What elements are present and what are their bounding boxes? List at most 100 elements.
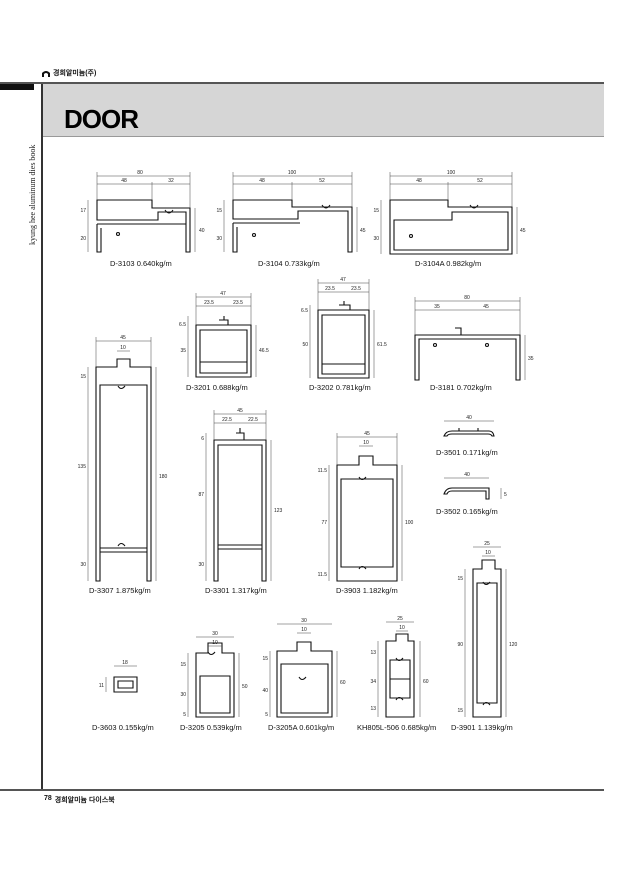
dim-d-3103-d: 20 — [80, 236, 86, 242]
company-brand: 경희알미늄(주) — [42, 68, 96, 78]
dim-d-3205-b: 15 — [180, 662, 186, 668]
code: D-3202 — [309, 383, 334, 392]
dim-d-3202-width: 47 — [340, 277, 346, 283]
caption-d-3205a: D-3205A 0.601kg/m — [268, 723, 334, 732]
dim-d-3104-width: 100 — [288, 170, 297, 176]
dim-kh805l-a: 10 — [399, 625, 405, 631]
dim-d-3103-width: 80 — [137, 170, 143, 176]
page-number: 78 — [44, 795, 52, 802]
left-margin-bar — [0, 84, 44, 790]
profile-d-3104 — [232, 199, 353, 253]
dim-d-3301-f: 30 — [198, 562, 204, 568]
dim-d-3205a-c: 40 — [262, 688, 268, 694]
dim-d-3307-d: 180 — [159, 474, 168, 480]
caption-d-3181: D-3181 0.702kg/m — [430, 383, 492, 392]
dim-d-3202-e: 61.5 — [377, 342, 387, 348]
weight: 0.601kg/m — [299, 723, 335, 732]
dim-d-3104a-width: 100 — [447, 170, 456, 176]
dim-d-3205-c: 30 — [180, 692, 186, 698]
caption-d-3501: D-3501 0.171kg/m — [436, 448, 498, 457]
caption-d-3603: D-3603 0.155kg/m — [92, 723, 154, 732]
code: D-3903 — [336, 586, 361, 595]
dim-d-3307-c: 135 — [78, 464, 87, 470]
company-name: 경희알미늄(주) — [53, 70, 97, 77]
dim-d-3901-c: 90 — [457, 642, 463, 648]
dim-d-3903-d: 100 — [405, 520, 414, 526]
caption-d-3104a: D-3104A 0.982kg/m — [415, 259, 481, 268]
profile-d-3603 — [113, 676, 138, 693]
dim-d-3307-b: 15 — [80, 374, 86, 380]
dim-d-3301-d: 87 — [198, 492, 204, 498]
weight: 0.688kg/m — [212, 383, 248, 392]
dim-d-3103-a: 48 — [121, 178, 127, 184]
profile-d-3104a — [389, 199, 513, 255]
weight: 0.155kg/m — [118, 723, 154, 732]
code: D-3301 — [205, 586, 230, 595]
weight: 0.165kg/m — [462, 507, 498, 516]
profile-d-3103 — [96, 199, 191, 253]
code: D-3104 — [258, 259, 283, 268]
section-title: DOOR — [64, 104, 139, 134]
code: D-3901 — [451, 723, 476, 732]
weight: 1.182kg/m — [362, 586, 398, 595]
dim-d-3201-a: 23.5 — [204, 300, 214, 306]
caption-d-3104: D-3104 0.733kg/m — [258, 259, 320, 268]
dim-d-3104a-d: 30 — [373, 236, 379, 242]
dim-d-3103-b: 32 — [168, 178, 174, 184]
dim-d-3307-width: 45 — [120, 335, 126, 341]
caption-d-3103: D-3103 0.640kg/m — [110, 259, 172, 268]
left-stripe — [0, 84, 34, 90]
dim-d-3501-width: 40 — [466, 415, 472, 421]
weight: 0.171kg/m — [462, 448, 498, 457]
code: D-3104A — [415, 259, 445, 268]
dim-d-3104-a: 48 — [259, 178, 265, 184]
dim-d-3202-c: 6.5 — [301, 308, 308, 314]
profile-d-3502 — [443, 487, 490, 500]
caption-d-3901: D-3901 1.139kg/m — [451, 723, 513, 732]
profile-d-3901 — [472, 559, 502, 718]
company-logo-icon — [42, 70, 50, 77]
dim-d-3104-e: 45 — [360, 228, 366, 234]
caption-d-3903: D-3903 1.182kg/m — [336, 586, 398, 595]
dim-kh805l-e: 13 — [370, 706, 376, 712]
dim-d-3901-d: 120 — [509, 642, 518, 648]
caption-d-3301: D-3301 1.317kg/m — [205, 586, 267, 595]
profile-d-3307 — [95, 358, 152, 582]
dim-kh805l-b: 13 — [370, 650, 376, 656]
dim-d-3205-d: 50 — [242, 684, 248, 690]
caption-d-3502: D-3502 0.165kg/m — [436, 507, 498, 516]
weight: 1.317kg/m — [231, 586, 267, 595]
dim-d-3201-c: 6.5 — [179, 322, 186, 328]
dim-d-3205-e: 5 — [183, 712, 186, 718]
code: D-3181 — [430, 383, 455, 392]
dim-kh805l-width: 25 — [397, 616, 403, 622]
dim-d-3903-c: 77 — [321, 520, 327, 526]
dim-kh805l-d: 60 — [423, 679, 429, 685]
weight: 0.982kg/m — [446, 259, 482, 268]
weight: 0.781kg/m — [335, 383, 371, 392]
weight: 0.702kg/m — [456, 383, 492, 392]
dim-d-3205-width: 30 — [212, 631, 218, 637]
dim-d-3903-b: 11.5 — [318, 468, 328, 474]
bottom-rule — [0, 789, 604, 791]
weight: 0.539kg/m — [206, 723, 242, 732]
dim-d-3903-a: 10 — [363, 440, 369, 446]
dim-d-3201-width: 47 — [220, 291, 226, 297]
dim-d-3104a-a: 48 — [416, 178, 422, 184]
dim-d-3903-e: 11.5 — [318, 572, 328, 578]
book-name: 경희알미늄 다이스북 — [54, 797, 115, 804]
dim-d-3603-a: 11 — [99, 683, 104, 689]
weight: 0.685kg/m — [401, 723, 437, 732]
dim-d-3901-e: 15 — [457, 708, 463, 714]
dim-d-3301-b: 22.5 — [248, 417, 258, 423]
code: D-3205 — [180, 723, 205, 732]
dim-d-3201-d: 35 — [180, 348, 186, 354]
profile-d-3205 — [195, 642, 235, 718]
dim-d-3201-e: 46.5 — [259, 348, 269, 354]
dim-d-3205a-d: 60 — [340, 680, 346, 686]
dim-d-3104-c: 15 — [216, 208, 222, 214]
caption-d-3205: D-3205 0.539kg/m — [180, 723, 242, 732]
dim-d-3301-a: 22.5 — [222, 417, 232, 423]
profile-d-3903 — [336, 455, 398, 582]
weight: 1.875kg/m — [115, 586, 151, 595]
